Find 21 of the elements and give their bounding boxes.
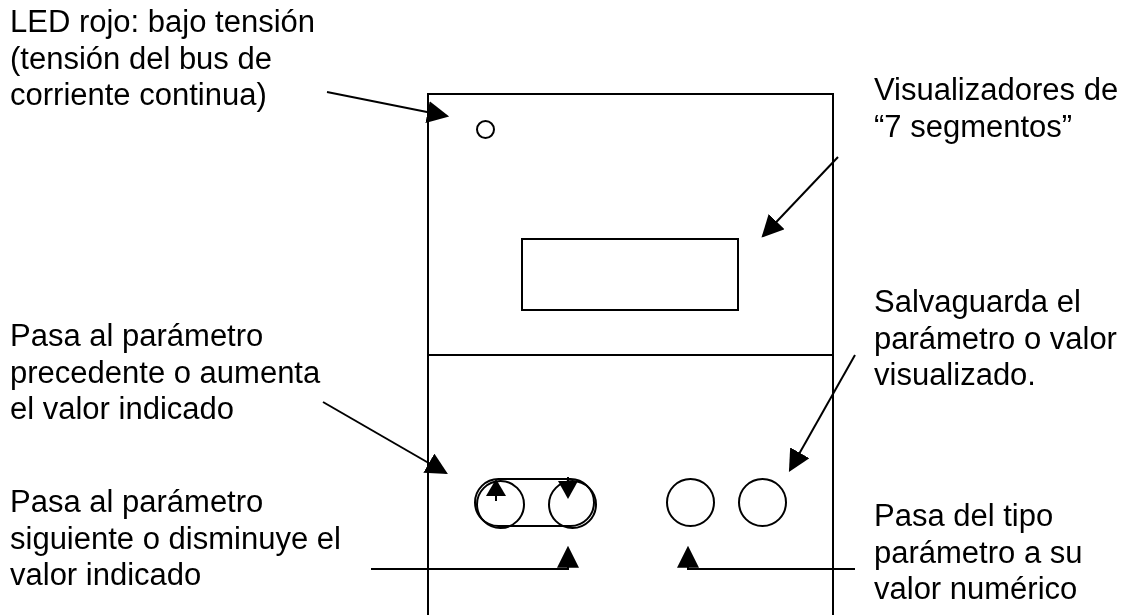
- leader-arrow: [761, 156, 839, 238]
- leader-arrow: [326, 91, 450, 123]
- seven-segment-display: [521, 238, 739, 311]
- upper-panel-section: [427, 93, 834, 356]
- annotation-text: Pasa del tipo parámetro a su valor numérico: [874, 498, 1084, 608]
- annotation-text: LED rojo: bajo tensión (tensión del bus de corriente continua): [10, 4, 317, 114]
- led-indicator: [476, 120, 495, 139]
- round-button: [476, 480, 525, 529]
- annotation-text: Pasa al parámetro siguiente o disminuye el valor indicado: [10, 484, 342, 594]
- annotation-text: Salvaguarda el parámetro o valor visualizado.: [874, 284, 1118, 394]
- leader-arrow: [788, 354, 856, 472]
- leader-arrow: [370, 545, 579, 570]
- round-button: [738, 478, 787, 527]
- round-button: [666, 478, 715, 527]
- leader-arrow: [322, 401, 448, 475]
- leader-arrow: [677, 545, 856, 570]
- annotation-text: Pasa al parámetro precedente o aumenta el valor indicado: [10, 318, 322, 428]
- rocker-key: [474, 478, 595, 527]
- lower-panel-section: [427, 354, 834, 615]
- annotation-text: Visualizadores de “7 segmentos”: [874, 72, 1120, 145]
- round-button: [548, 480, 597, 529]
